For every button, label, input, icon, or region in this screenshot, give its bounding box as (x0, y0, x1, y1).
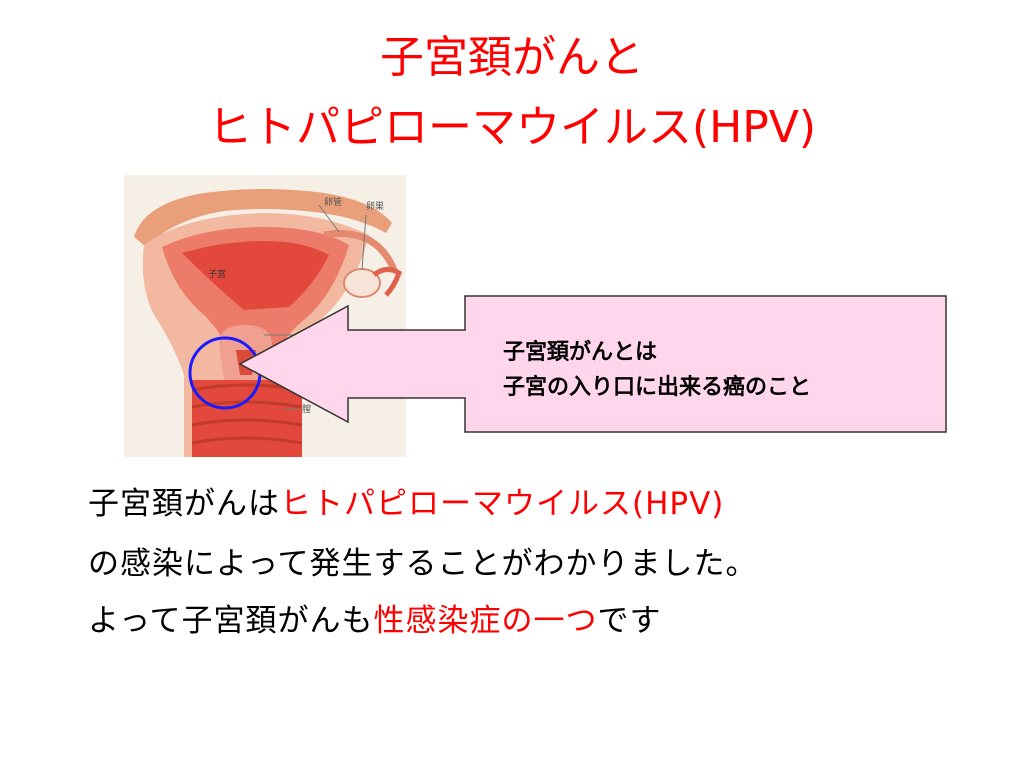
body-line1: 子宮頚がんはヒトパピローマウイルス(HPV) (88, 478, 724, 523)
callout-text-line1: 子宮頚がんとは (503, 340, 658, 365)
label-oviduct: 卵管 (324, 196, 342, 208)
label-uterus: 子宮 (208, 268, 226, 280)
body-line3: よって子宮頚がんも性感染症の一つです (88, 595, 662, 640)
label-internal-os: 子宮内膜 (302, 328, 338, 340)
uterus-anatomy-illustration: 卵管 卵巣 子宮 子宮内膜 子宮頚管 膣 (124, 175, 406, 457)
body-line3-tail: です (597, 603, 662, 639)
label-cervical-canal: 子宮頚管 (302, 361, 338, 373)
callout-text-line2: 子宮の入り口に出来る癌のこと (503, 375, 812, 400)
slide-title-line1: 子宮頚がんと (380, 32, 644, 83)
body-line1-highlight: ヒトパピローマウイルス(HPV) (280, 486, 725, 522)
body-line1-text: 子宮頚がんは (88, 486, 280, 522)
label-vagina: 膣 (302, 403, 311, 415)
body-line2: の感染によって発生することがわかりました。 (88, 546, 758, 582)
label-ovary: 卵巣 (366, 200, 384, 212)
body-line3-highlight: 性感染症の一つ (373, 603, 598, 639)
body-line3-text: よって子宮頚がんも (88, 603, 374, 639)
slide-title-line2: ヒトパピローマウイルス(HPV) (207, 102, 817, 153)
